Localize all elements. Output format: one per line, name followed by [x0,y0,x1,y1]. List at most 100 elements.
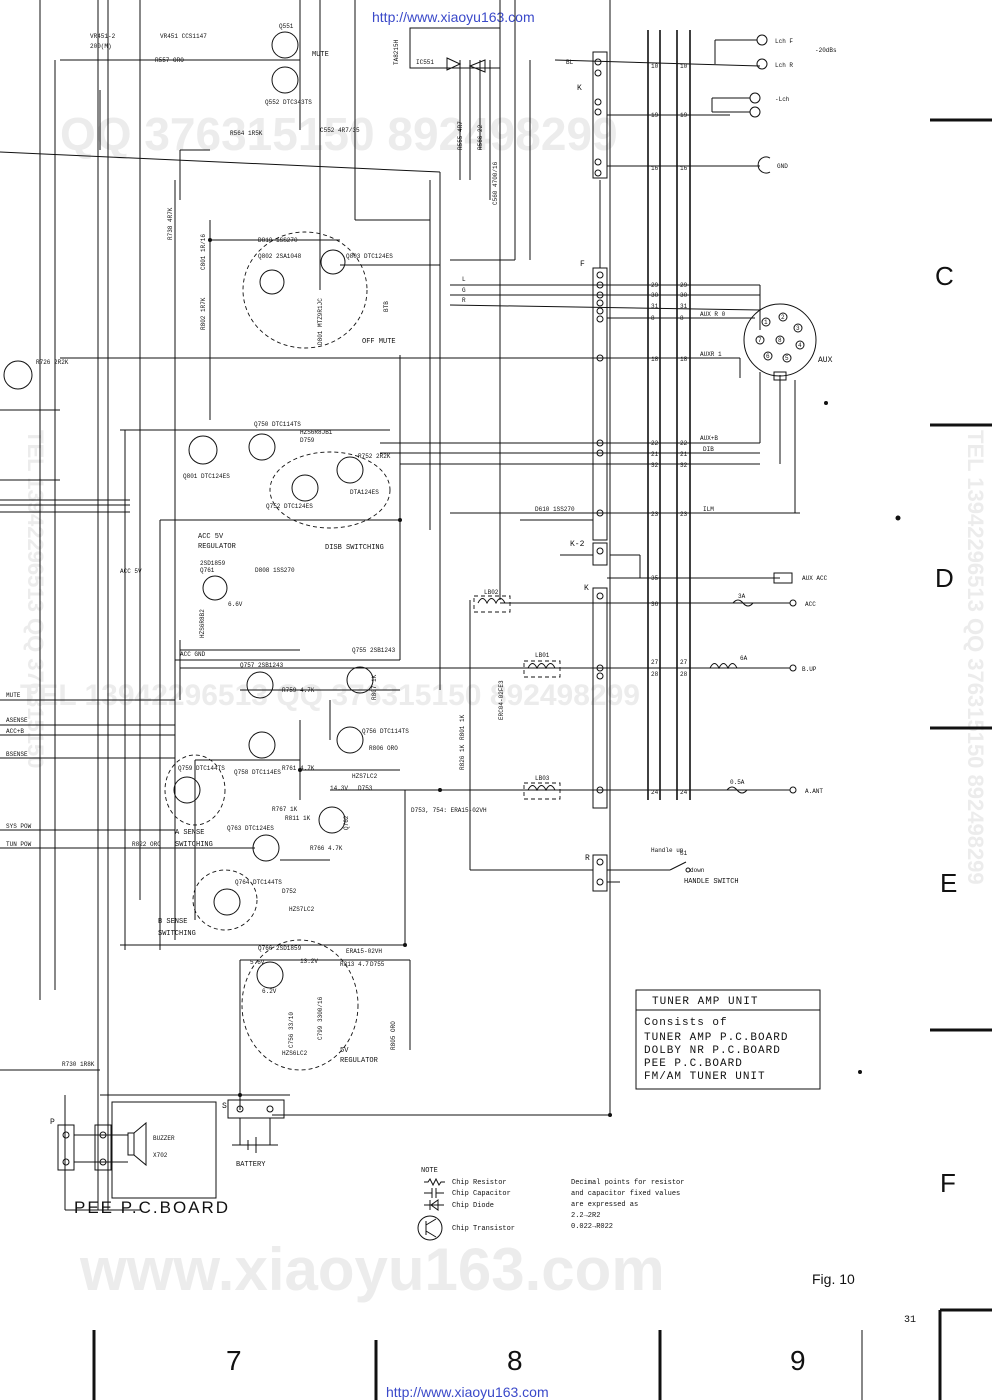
output-jacks [711,34,771,174]
part-label: Q552 DTC343TS [265,99,312,106]
pin-b-21: 21 [680,451,688,458]
part-label: Q803 DTC124ES [346,253,393,260]
a-sense-label-1: A SENSE [175,829,204,837]
acc-reg-label-2: REGULATOR [198,543,237,551]
part-label: D753 [358,785,373,792]
out-aux-acc: AUX ACC [802,575,828,582]
signal-bsense: BSENSE [6,751,28,758]
signal-acc-b: ACC+B [6,728,24,735]
aux-pin-1: 1 [764,319,768,326]
part-label: C560 4700/16 [492,161,499,205]
part-label: HZS6R8JB1 [300,429,333,436]
part-label: D759 [300,437,315,444]
signal-sys-pow: SYS POW [6,823,32,830]
buzzer-label: BUZZER [153,1135,175,1142]
part-labels: VR451 CCS1147 VR451-2 200(M) R557 ORO Q5… [36,23,575,1068]
grid-col-9: 9 [790,1345,806,1376]
connector-p-label: P [50,1118,55,1127]
part-label: R759 4.7K [282,687,315,694]
figure-label: Fig. 10 [812,1271,855,1287]
note-heading: NOTE [421,1167,438,1175]
connector-k-lower-label: K [584,584,589,593]
jack-lch-f: Lch F [775,38,793,45]
pin-b-19: 19 [680,112,688,119]
acc-gnd-label: ACC GND [180,651,206,658]
pin-b-24: 24 [680,789,688,796]
part-label: R813 4.7 [340,961,369,968]
part-label: Q757 2SB1243 [240,662,284,669]
unit-box-item-4: FM/AM TUNER UNIT [644,1071,766,1083]
signal-dib: DIB [703,446,714,453]
part-label: D755 [370,961,385,968]
part-label: R811 1K [285,815,311,822]
pin-b-10: 10 [680,63,688,70]
connector-f-label: F [580,260,585,269]
b-sense-label-1: B SENSE [158,918,187,926]
jack-lch: -Lch [775,96,790,103]
handle-down: down [690,867,705,874]
note-decimal-4: 2.2→2R2 [571,1212,600,1220]
voltage-6-2: 6.2V [262,988,277,995]
pin-a-29: 29 [651,282,659,289]
part-label: Q750 DTC114TS [254,421,301,428]
part-label: C552 4R7/35 [320,127,360,134]
pin-b-29: 29 [680,282,688,289]
out-acc: ACC [805,601,816,608]
part-label: D610 1SS270 [535,506,575,513]
pin-b-18: 18 [680,356,688,363]
part-label: Q802 2SA1048 [258,253,302,260]
watermark-side-left: TEL 13942296513 QQ 376315150 [23,430,48,768]
note-chip-transistor: Chip Transistor [452,1225,515,1233]
part-label: Q759 DTC144TS [178,765,225,772]
pin-a-16: 16 [651,165,659,172]
part-label: D801 MTZ9R1JC [317,298,324,345]
reg5v-label-1: 5V [340,1047,349,1055]
out-bup: B.UP [802,666,817,673]
part-label: R822 ORO [132,841,161,848]
chip-capacitor-symbol [424,1188,444,1198]
part-label: LB03 [535,775,550,782]
part-label: Q763 DTC124ES [227,825,274,832]
chip-resistor-symbol [424,1177,445,1187]
part-label: ERA15-02VH [346,948,382,955]
buzzer-and-battery [57,1099,285,1199]
part-label: R752 2R2K [358,453,391,460]
handle-switch [607,861,691,883]
pin-b-31: 31 [680,303,688,310]
subblock-outlines [164,231,391,1071]
part-label: R761 4.7K [282,765,315,772]
aux-label: AUX [818,356,833,365]
b-sense-label-2: SWITCHING [158,930,196,938]
part-label: Q761 [200,567,215,574]
jack-lch-r: Lch R [775,62,793,69]
part-label: 2SD1859 [200,560,226,567]
watermark-url-bottom: http://www.xiaoyu163.com [386,1384,549,1400]
pin-a-10: 10 [651,63,659,70]
part-label: D810 1SS270 [258,237,298,244]
grid-col-8: 8 [507,1345,523,1376]
watermark-side-right: TEL 13942296513 QQ 376315150 892498299 [963,430,988,885]
part-label: HZS7LC2 [352,773,378,780]
grid-row-e: E [940,868,957,898]
battery-label: BATTERY [236,1161,266,1169]
grid-row-c: C [935,261,954,291]
chip-transistor-symbol [417,1215,443,1241]
pin-a-28: 28 [651,671,659,678]
part-label: R566 22 [477,124,484,150]
part-label: Q801 DTC124ES [183,473,230,480]
note-chip-capacitor: Chip Capacitor [452,1190,511,1198]
voltage-6-6: 6.6V [228,601,243,608]
part-label: VR451 CCS1147 [160,33,207,40]
part-label: R826 1K [459,744,466,770]
signal-mute: MUTE [6,692,21,699]
grid-border [92,118,992,1400]
part-label: LB01 [535,652,550,659]
jack-gnd: GND [777,163,788,170]
aux-pin-8: 8 [778,337,782,344]
part-label: Q752 DTC124ES [266,503,313,510]
line-r: R [462,297,466,304]
part-label: Q766 2SD1859 [258,945,302,952]
watermark-qq-top: QQ 376315150 892498299 [60,108,618,160]
part-label: Q758 DTC114ES [234,769,281,776]
mute-label: MUTE [312,51,329,59]
